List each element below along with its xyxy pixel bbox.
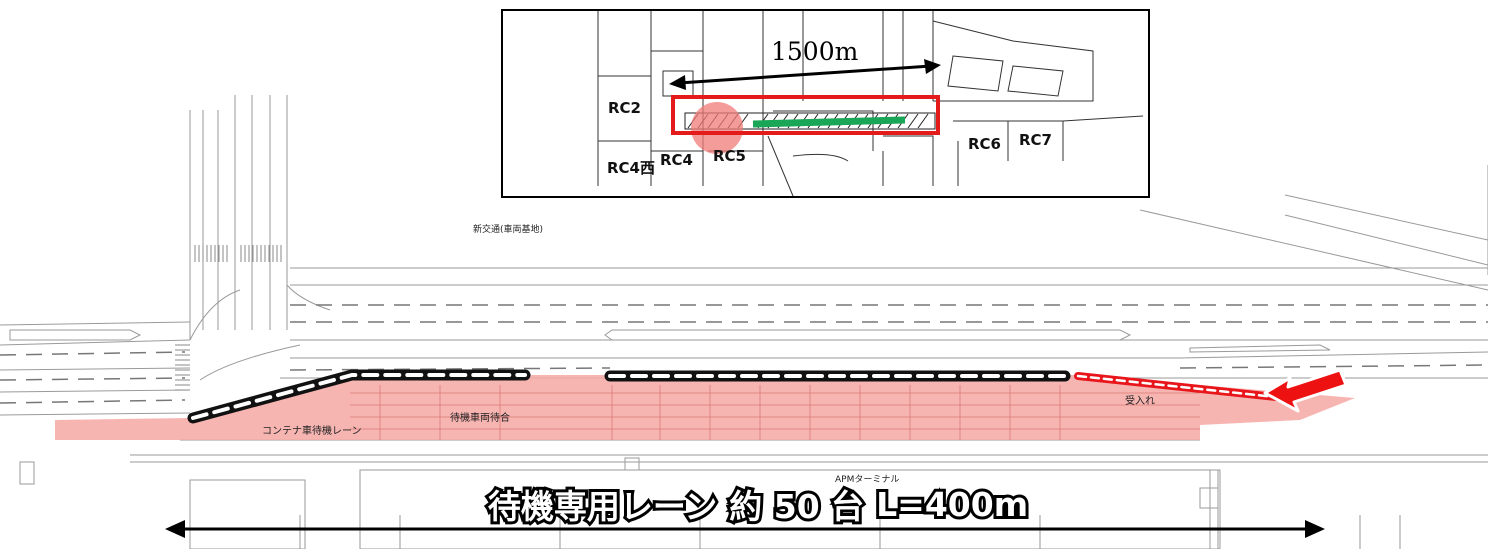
entry-arrow-icon <box>1263 368 1348 413</box>
inset-green-segment <box>752 116 906 128</box>
zone-label-rc4: RC4 <box>660 151 693 169</box>
crosswalk <box>175 245 282 391</box>
overview-inset-map: 1500m RC2 RC4西 RC4 RC5 RC6 RC7 <box>501 9 1150 198</box>
zone-label-rc2: RC2 <box>608 99 641 117</box>
caption-title: 待機専用レーン <box>485 484 720 529</box>
waiting-lane-caption: 待機専用レーン 約 50 台 L=400m <box>468 482 1048 530</box>
lane-markings <box>0 304 1488 404</box>
vehicle-slot-grid <box>350 385 1200 440</box>
waiting-lane-boundary <box>187 369 1071 424</box>
zone-label-rc5: RC5 <box>713 147 746 165</box>
inset-highlight-circle <box>691 102 743 154</box>
inset-distance-arrow <box>669 59 941 90</box>
caption-capacity: 約 50 台 <box>726 484 867 529</box>
inset-blocks <box>597 11 1144 196</box>
caption-length: L=400m <box>873 482 1031 527</box>
inset-distance-label: 1500m <box>771 37 859 66</box>
waiting-vehicle-label: 待機車両待合 <box>450 413 510 424</box>
length-dimension-line <box>165 520 1325 538</box>
inset-map-drawing <box>597 11 1144 196</box>
zone-label-rc6: RC6 <box>968 135 1001 153</box>
apm-terminal-label: APMターミナル <box>835 475 900 485</box>
zone-label-rc4-west: RC4西 <box>607 159 655 177</box>
container-waiting-lane-label: コンテナ車待機レーン <box>262 426 362 437</box>
depot-label: 新交通(車両基地) <box>473 225 544 235</box>
entry-label: 受入れ <box>1125 396 1155 407</box>
inset-focus-box <box>671 95 940 135</box>
entry-line <box>1074 372 1289 402</box>
zone-label-rc7: RC7 <box>1019 131 1052 149</box>
